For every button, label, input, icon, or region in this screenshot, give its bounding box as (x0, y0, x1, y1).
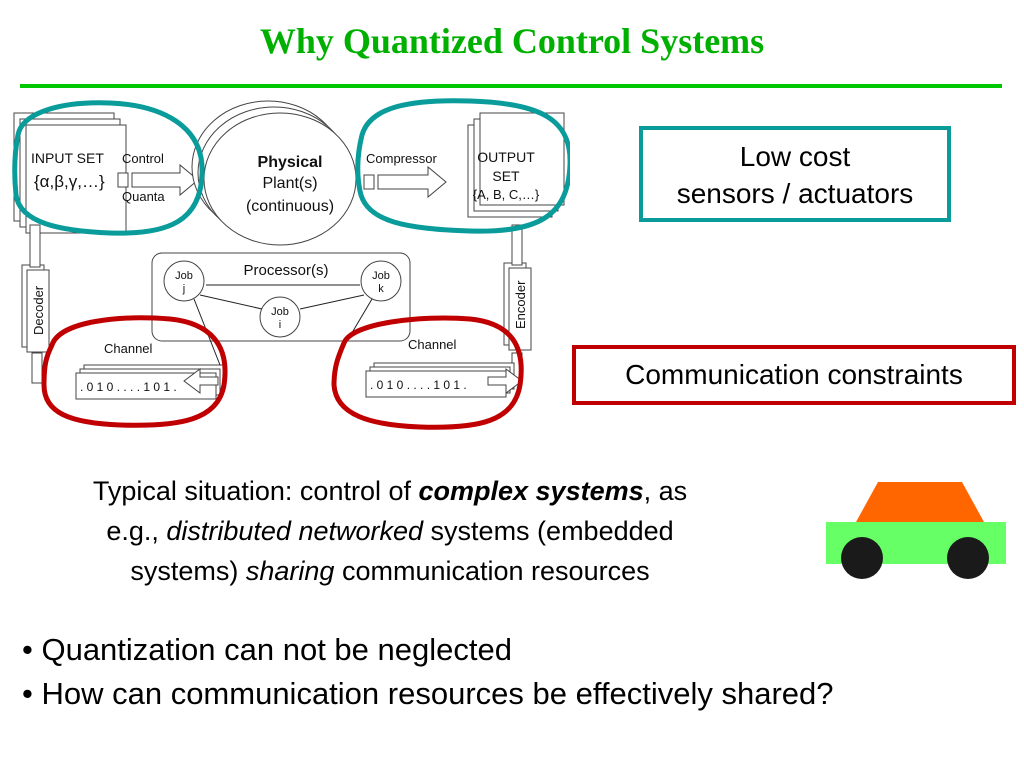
right-channel-arrow (487, 368, 523, 394)
left-channel-bits: . 0 1 0 . . . . 1 0 1 . (80, 380, 177, 394)
quanta-label: Quanta (122, 189, 165, 204)
input-set-label: INPUT SET (31, 150, 104, 166)
low-cost-line-1: Low cost (739, 141, 851, 172)
paragraph-text-1: Typical situation: control of (92, 476, 419, 506)
right-channel-front (365, 370, 507, 398)
input-set-highlight (12, 100, 205, 236)
output-set-label-1: OUTPUT (477, 149, 535, 165)
car-front-wheel (841, 537, 883, 579)
paragraph-text-1-end: , as (643, 476, 688, 506)
car-illustration (826, 482, 1006, 579)
low-cost-callout: Low cost sensors / actuators (639, 126, 951, 222)
left-channel-highlight (41, 315, 228, 428)
right-channel-label: Channel (408, 337, 457, 352)
bullet-item: • How can communication resources be eff… (22, 676, 834, 711)
paragraph-emphasis-3: sharing (245, 556, 335, 586)
paragraph-emphasis-1: complex systems (418, 476, 644, 506)
car-rear-wheel (947, 537, 989, 579)
typical-situation-paragraph: Typical situation: control of complex sy… (0, 471, 780, 591)
job-j-node (163, 260, 205, 302)
job-k-label-1: Job (372, 270, 390, 282)
decoder-box (26, 269, 50, 353)
input-set-symbols: {α,β,γ,…} (34, 172, 105, 191)
left-channel-arrow (183, 368, 219, 394)
paragraph-text-3: systems) (130, 556, 246, 586)
paragraph-text-2: e.g., (106, 516, 167, 546)
paragraph-line-1: Typical situation: control of complex sy… (0, 471, 780, 511)
control-label: Control (122, 151, 164, 166)
paragraph-text-3-end: communication resources (341, 556, 650, 586)
plant-label-2: Plant(s) (262, 175, 317, 192)
bullet-list: • Quantization can not be neglected • Ho… (22, 628, 834, 716)
compressor-arrow (377, 165, 447, 199)
control-arrow (131, 163, 199, 197)
control-arrow-stub (117, 172, 129, 188)
job-j-label-2: j (182, 283, 185, 295)
processor-label: Processor(s) (243, 262, 328, 279)
job-j-i-link (199, 294, 263, 310)
paragraph-line-3: systems) sharing communication resources (0, 551, 780, 591)
right-channel-bits: . 0 1 0 . . . . 1 0 1 . (370, 378, 467, 392)
job-k-i-link (299, 294, 365, 310)
output-set-highlight (355, 98, 570, 234)
job-i-label-1: Job (271, 306, 289, 318)
communication-callout-text: Communication constraints (625, 359, 963, 390)
low-cost-line-2: sensors / actuators (676, 178, 914, 209)
job-i-label-2: i (279, 319, 281, 331)
decoder-label: Decoder (31, 285, 46, 335)
plant-label-1: Physical (258, 154, 323, 171)
input-set-card (25, 124, 127, 234)
communication-callout: Communication constraints (572, 345, 1016, 405)
decoder-up-pipe (29, 224, 41, 268)
plant-label-3: (continuous) (246, 198, 334, 215)
encoder-label: Encoder (513, 280, 528, 329)
compressor-arrow-stub (363, 174, 375, 190)
compressor-label: Compressor (366, 151, 437, 166)
car-roof (856, 482, 984, 522)
slide-title: Why Quantized Control Systems (259, 21, 765, 61)
right-channel-highlight (331, 315, 524, 430)
bullet-item: • Quantization can not be neglected (22, 632, 512, 667)
output-set-label-2: SET (492, 168, 520, 184)
paragraph-text-2-end: systems (embedded (430, 516, 674, 546)
output-set-symbols: {A, B, C,…} (473, 187, 540, 202)
job-j-label-1: Job (175, 270, 193, 282)
paragraph-emphasis-2: distributed networked (166, 516, 424, 546)
job-k-node (360, 260, 402, 302)
quantized-control-diagram: INPUT SET {α,β,γ,…} Control Quanta Physi… (12, 98, 570, 430)
decoder-down-pipe (31, 352, 43, 384)
paragraph-line-2: e.g., distributed networked systems (emb… (0, 511, 780, 551)
job-k-label-2: k (378, 283, 384, 295)
left-channel-label: Channel (104, 341, 153, 356)
job-i-node (259, 296, 301, 338)
title-underline (20, 84, 1002, 88)
output-set-card (479, 112, 565, 206)
encoder-up-pipe (511, 224, 523, 266)
